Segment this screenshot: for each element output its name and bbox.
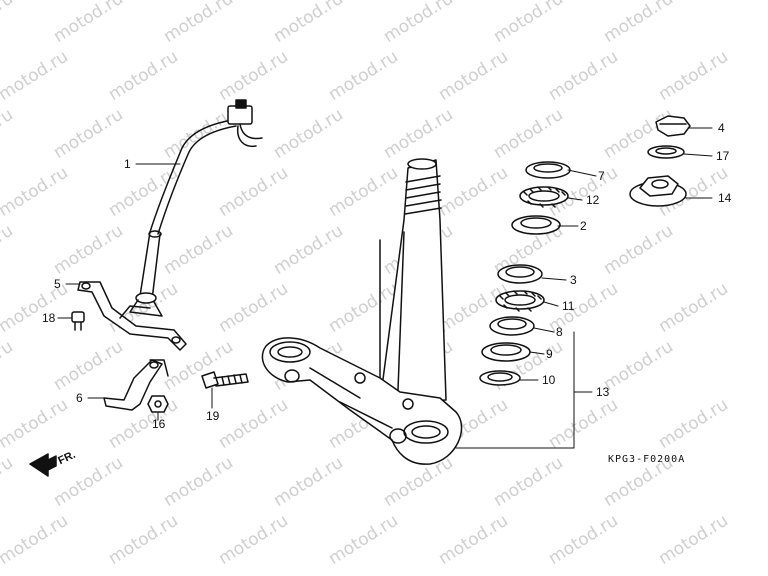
- callout-7: 7: [598, 169, 605, 183]
- callout-4: 4: [718, 121, 725, 135]
- callout-5: 5: [54, 277, 61, 291]
- callout-18: 18: [42, 311, 56, 325]
- callout-9: 9: [546, 347, 553, 361]
- callout-8: 8: [556, 325, 563, 339]
- part-4-nut: [655, 115, 691, 137]
- callout-3: 3: [570, 273, 577, 287]
- part-18-bolt: [71, 311, 85, 331]
- part-6-stay: [103, 359, 169, 411]
- part-14-lock-nut: [629, 175, 687, 207]
- callout-16: 16: [152, 417, 166, 431]
- callout-12: 12: [586, 193, 600, 207]
- front-arrow-icon: [29, 453, 57, 477]
- part-7-dust-seal: [525, 161, 571, 179]
- part-5-bracket: [77, 281, 187, 351]
- leader-lines: [57, 127, 713, 449]
- part-3-race: [497, 264, 543, 284]
- part-12-ball-bearing: [519, 186, 569, 208]
- callout-1: 1: [124, 157, 131, 171]
- callout-11: 11: [562, 299, 575, 313]
- part-10-washer: [479, 370, 521, 386]
- callout-10: 10: [542, 373, 556, 387]
- part-2-race: [511, 215, 561, 235]
- part-17-washer: [647, 145, 685, 159]
- part-1-cable: [129, 99, 263, 317]
- callout-6: 6: [76, 391, 83, 405]
- part-16-nut: [147, 395, 169, 413]
- part-19-bolt: [201, 371, 249, 389]
- callout-17: 17: [716, 149, 730, 163]
- callout-19: 19: [206, 409, 220, 423]
- callout-14: 14: [718, 191, 732, 205]
- callout-2: 2: [580, 219, 587, 233]
- part-9-seal: [481, 342, 531, 362]
- part-11-ball-bearing: [495, 290, 545, 312]
- steering-stem: [261, 158, 463, 465]
- callout-13: 13: [596, 385, 610, 399]
- part-8-race: [489, 316, 535, 336]
- diagram-code: KPG3-F0200A: [608, 454, 686, 465]
